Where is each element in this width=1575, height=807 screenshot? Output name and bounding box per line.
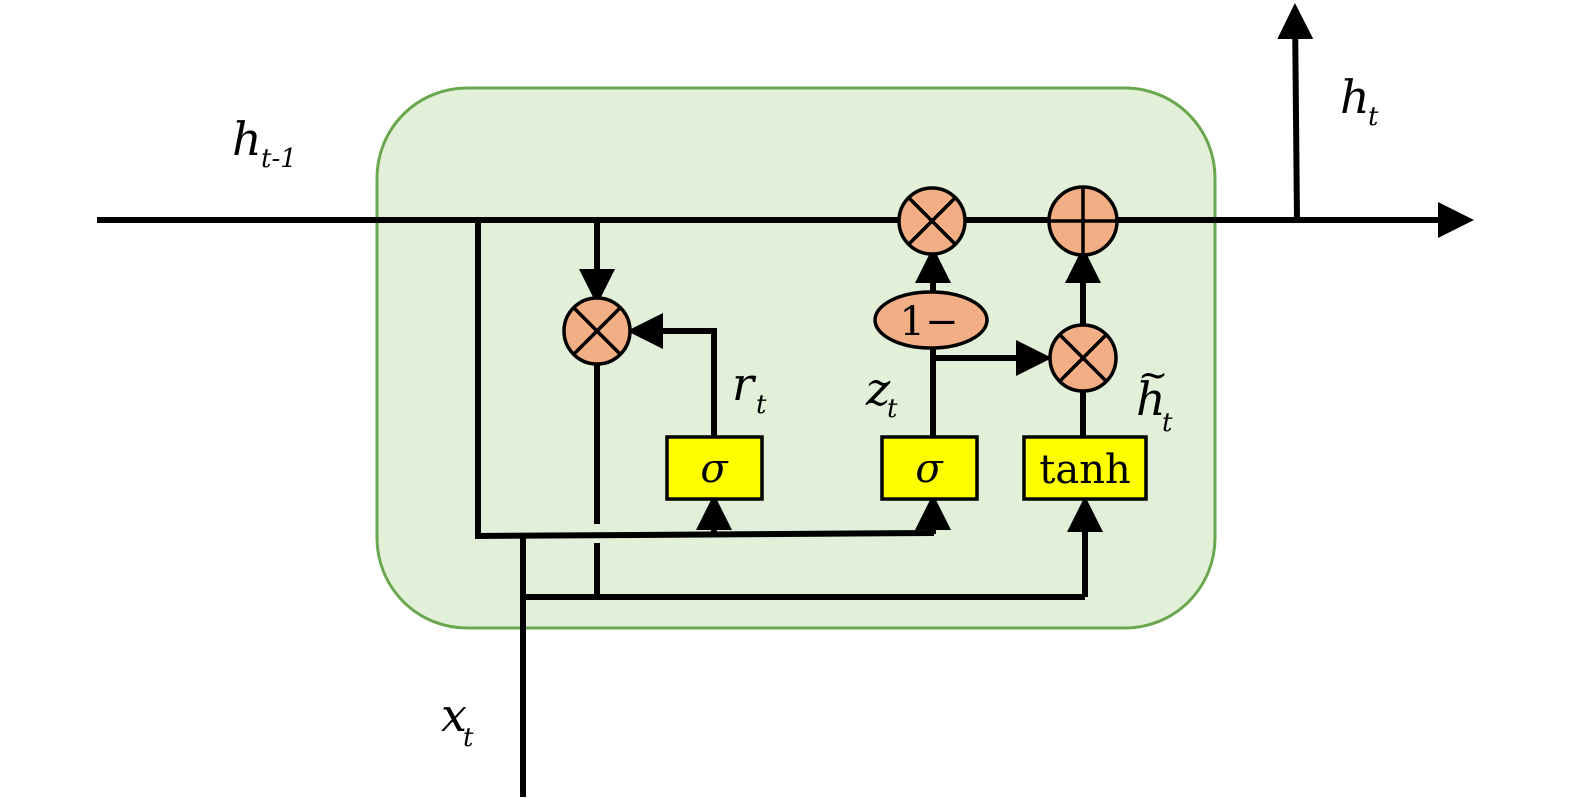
gate-input-bus <box>474 530 935 539</box>
svg-text:z: z <box>865 362 891 416</box>
z-gate-label: z t <box>865 362 898 424</box>
reset-gate-sigmoid: σ <box>665 435 764 501</box>
update-gate-sigmoid: σ <box>880 435 979 501</box>
svg-text:t: t <box>756 390 767 420</box>
svg-text:x: x <box>441 688 467 742</box>
reset-gate-symbol: σ <box>700 446 729 492</box>
add-operator <box>1047 185 1119 257</box>
x-input-label: x t <box>441 688 474 753</box>
svg-text:r: r <box>732 357 757 411</box>
svg-text:h: h <box>1340 70 1370 124</box>
svg-text:h: h <box>232 112 262 166</box>
svg-text:t: t <box>463 723 474 753</box>
update-gate-symbol: σ <box>915 446 944 492</box>
h-prev-label: h t-1 <box>232 112 297 174</box>
svg-text:t: t <box>1368 102 1379 132</box>
svg-text:t: t <box>1162 408 1173 438</box>
output-branch-arrow <box>1277 3 1314 221</box>
h-candidate-label: ~ h t <box>1136 355 1173 438</box>
candidate-tanh-gate: tanh <box>1022 435 1148 501</box>
one-minus-node: 1− <box>873 290 989 350</box>
top-multiply-operator <box>897 186 967 256</box>
svg-text:~: ~ <box>1138 355 1168 396</box>
candidate-multiply-operator <box>1048 323 1118 393</box>
svg-text:t: t <box>887 394 898 424</box>
svg-text:h: h <box>1136 372 1166 426</box>
reset-multiply-operator <box>562 296 632 366</box>
one-minus-label: 1− <box>900 299 959 345</box>
reset-gate-output-arrow <box>627 313 717 437</box>
r-gate-label: r t <box>732 357 767 420</box>
h-out-label: h t <box>1340 70 1379 132</box>
tanh-label: tanh <box>1039 447 1130 493</box>
svg-text:t-1: t-1 <box>261 144 297 174</box>
